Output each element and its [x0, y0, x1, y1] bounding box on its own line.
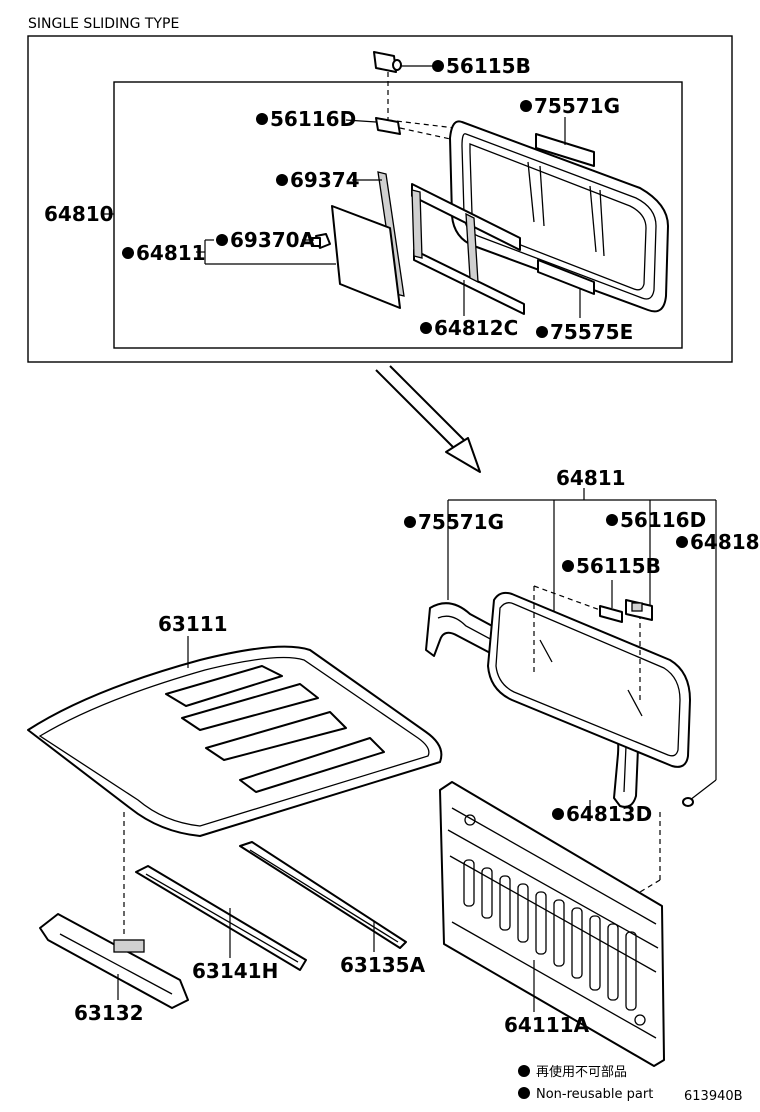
- svg-text:56115B: 56115B: [446, 54, 531, 78]
- legend-marker-2: [518, 1087, 530, 1099]
- svg-text:63135A: 63135A: [340, 953, 426, 977]
- label-63141h: 63141H: [192, 959, 278, 983]
- back-panel-64111a: [439, 781, 665, 1067]
- svg-text:64111A: 64111A: [504, 1013, 590, 1037]
- svg-text:75575E: 75575E: [550, 320, 633, 344]
- svg-text:75571G: 75571G: [534, 94, 620, 118]
- label-64111a: 64111A: [504, 1013, 590, 1037]
- clip-56115b-top-knob: [392, 59, 402, 71]
- svg-text:64811: 64811: [136, 241, 206, 265]
- label-64818: 64818: [676, 530, 760, 554]
- frame-64812c: [411, 183, 525, 315]
- slider-glass-64811-top: [331, 205, 401, 309]
- back-window-glass-low: [487, 585, 691, 768]
- svg-text:63111: 63111: [158, 612, 228, 636]
- svg-text:69370A: 69370A: [230, 228, 316, 252]
- label-69370a: 69370A: [216, 228, 316, 252]
- label-64812c: 64812C: [420, 316, 518, 340]
- label-75575e: 75575E: [536, 320, 633, 344]
- legend: 再使用不可部品 Non-reusable part: [518, 1064, 653, 1102]
- legend-line-2: Non-reusable part: [536, 1087, 653, 1102]
- fastener-69370a: [311, 233, 331, 249]
- svg-text:64810: 64810: [44, 202, 114, 226]
- svg-text:56116D: 56116D: [620, 508, 706, 532]
- diagram-title: SINGLE SLIDING TYPE: [28, 16, 179, 32]
- svg-text:64813D: 64813D: [566, 802, 652, 826]
- legend-marker-1: [518, 1065, 530, 1077]
- svg-text:75571G: 75571G: [418, 510, 504, 534]
- svg-text:63132: 63132: [74, 1001, 144, 1025]
- strip-75571g-top: [535, 133, 595, 167]
- front-header-63132: [39, 913, 189, 1009]
- label-69374: 69374: [276, 168, 360, 192]
- document-id: 613940B: [684, 1089, 743, 1104]
- label-56115b-top: 56115B: [400, 54, 531, 78]
- roof-bow-63135a: [239, 841, 407, 949]
- screw-64818: [682, 797, 694, 807]
- roof-panel-63111: [27, 645, 443, 837]
- label-64813d: 64813D: [552, 802, 652, 826]
- svg-text:64811: 64811: [556, 466, 626, 490]
- label-63132: 63132: [74, 1001, 144, 1025]
- label-75571g-low: 75571G: [404, 510, 504, 534]
- label-64811-low: 64811: [556, 466, 626, 490]
- label-56116d-top: 56116D: [256, 107, 377, 131]
- label-63111: 63111: [158, 612, 228, 636]
- legend-line-1: 再使用不可部品: [536, 1064, 627, 1080]
- clip-56116d-low: [625, 599, 653, 621]
- svg-text:69374: 69374: [290, 168, 360, 192]
- clip-56115b-top: [373, 51, 397, 73]
- strip-75575e: [537, 259, 595, 295]
- label-75571g-top: 75571G: [520, 94, 620, 118]
- inset-inner-frame: [113, 81, 683, 349]
- label-56116d-low: 56116D: [606, 508, 706, 532]
- clip-56115b-low: [599, 605, 623, 623]
- roof-bow-63141h: [135, 865, 307, 971]
- svg-text:64818: 64818: [690, 530, 760, 554]
- direction-arrow: [375, 365, 481, 473]
- inset-outer-frame: [27, 35, 733, 363]
- svg-text:63141H: 63141H: [192, 959, 278, 983]
- label-56115b-low: 56115B: [562, 554, 661, 578]
- svg-text:56116D: 56116D: [270, 107, 356, 131]
- svg-text:64812C: 64812C: [434, 316, 518, 340]
- label-64810: 64810: [44, 202, 114, 226]
- label-63135a: 63135A: [340, 953, 426, 977]
- label-64811-top: 64811: [122, 241, 206, 265]
- svg-text:56115B: 56115B: [576, 554, 661, 578]
